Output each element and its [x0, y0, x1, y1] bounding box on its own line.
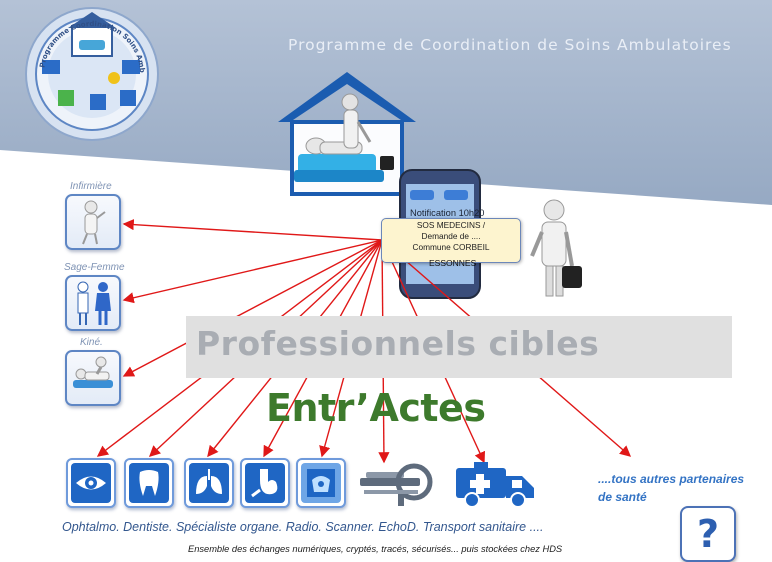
profession-tile-midwife[interactable] — [65, 275, 121, 331]
ambulance-icon[interactable] — [454, 460, 538, 510]
specialty-tile-ophthalmology[interactable] — [66, 458, 116, 508]
notification-city: ESSONNES — [429, 258, 477, 268]
brand-title: Entr’Actes — [266, 386, 486, 430]
notification-line-2: Demande de .... — [421, 231, 481, 241]
program-logo: Programme Coordination Soins Ambulatoire… — [22, 4, 159, 141]
partners-line-2: de santé — [598, 490, 647, 504]
specialty-tile-radiology[interactable] — [296, 458, 346, 508]
targets-band — [186, 316, 732, 378]
profession-label-nurse: Infirmière — [70, 181, 112, 192]
specialties-caption: Ophtalmo. Dentiste. Spécialiste organe. … — [62, 520, 544, 534]
eye-icon — [71, 463, 111, 503]
footer-note: Ensemble des échanges numériques, crypté… — [188, 544, 563, 554]
nurse-icon — [82, 200, 106, 245]
specialty-tile-organ-specialist[interactable] — [184, 458, 234, 508]
notification-line-3: Commune CORBEIL — [412, 242, 490, 252]
partners-line-1: ....tous autres partenaires — [598, 472, 745, 486]
midwife-icon — [77, 281, 111, 325]
xray-icon — [301, 463, 341, 503]
notification-card[interactable]: SOS MEDECINS / Demande de .... Commune C… — [381, 218, 521, 263]
notification-time: Notification 10h20 — [410, 208, 485, 218]
profession-tile-nurse[interactable] — [65, 194, 121, 250]
profession-label-physio: Kiné. — [80, 337, 103, 348]
specialty-tile-gastro[interactable] — [240, 458, 290, 508]
program-title: Programme de Coordination de Soins Ambul… — [288, 36, 732, 54]
lungs-icon — [189, 463, 229, 503]
partners-text: ....tous autres partenaires de santé — [598, 470, 768, 506]
home-care-house-icon — [278, 72, 416, 196]
targets-title: Professionnels cibles — [196, 324, 600, 363]
tooth-icon — [129, 463, 169, 503]
doctor-icon — [530, 199, 582, 297]
profession-tile-physio[interactable] — [65, 350, 121, 406]
notification-line-1: SOS MEDECINS / — [416, 220, 486, 230]
profession-label-midwife: Sage-Femme — [64, 262, 125, 273]
scanner-icon[interactable] — [358, 458, 434, 508]
physio-icon — [73, 356, 113, 388]
stomach-icon — [245, 463, 285, 503]
specialty-tile-dentist[interactable] — [124, 458, 174, 508]
help-button[interactable]: ? — [680, 506, 736, 562]
